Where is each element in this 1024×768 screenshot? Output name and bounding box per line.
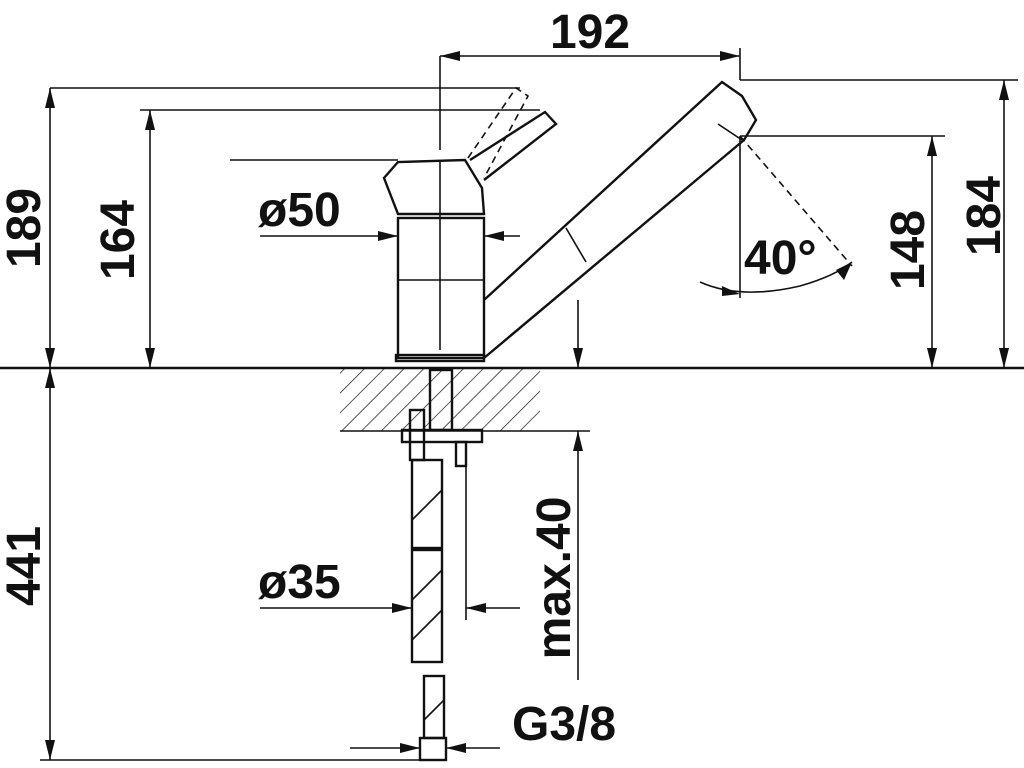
spout: [483, 80, 758, 359]
dimension-164: 164: [92, 109, 540, 368]
dimension-max-40: max.40: [528, 300, 583, 680]
dimension-dia-50: ø50: [230, 159, 520, 241]
dimension-441-label: 441: [0, 526, 51, 606]
dimension-164-label: 164: [92, 200, 145, 280]
mounting-assembly: [400, 368, 484, 762]
angle-40: 40°: [699, 135, 853, 298]
dimension-192: 192: [439, 6, 741, 150]
dimension-dia-35: ø35: [258, 466, 520, 620]
angle-40-label: 40°: [744, 232, 817, 285]
dimension-148: 148: [740, 135, 945, 368]
dimension-192-label: 192: [550, 6, 630, 59]
dimension-189: 189: [0, 87, 520, 368]
connection-g3-8: G3/8: [350, 698, 616, 753]
dimension-max-40-label: max.40: [528, 497, 581, 660]
dimension-441: 441: [0, 368, 440, 761]
dimension-189-label: 189: [0, 188, 51, 268]
lever-handle: [382, 86, 558, 216]
connection-g3-8-label: G3/8: [512, 698, 616, 751]
dimension-184-label: 184: [958, 176, 1011, 256]
dimension-148-label: 148: [882, 210, 935, 290]
dimension-184: 184: [740, 79, 1018, 368]
dimension-dia-35-label: ø35: [258, 556, 341, 609]
countertop-section: [340, 369, 590, 432]
faucet-body: [394, 160, 486, 363]
dimension-dia-50-label: ø50: [258, 184, 341, 237]
